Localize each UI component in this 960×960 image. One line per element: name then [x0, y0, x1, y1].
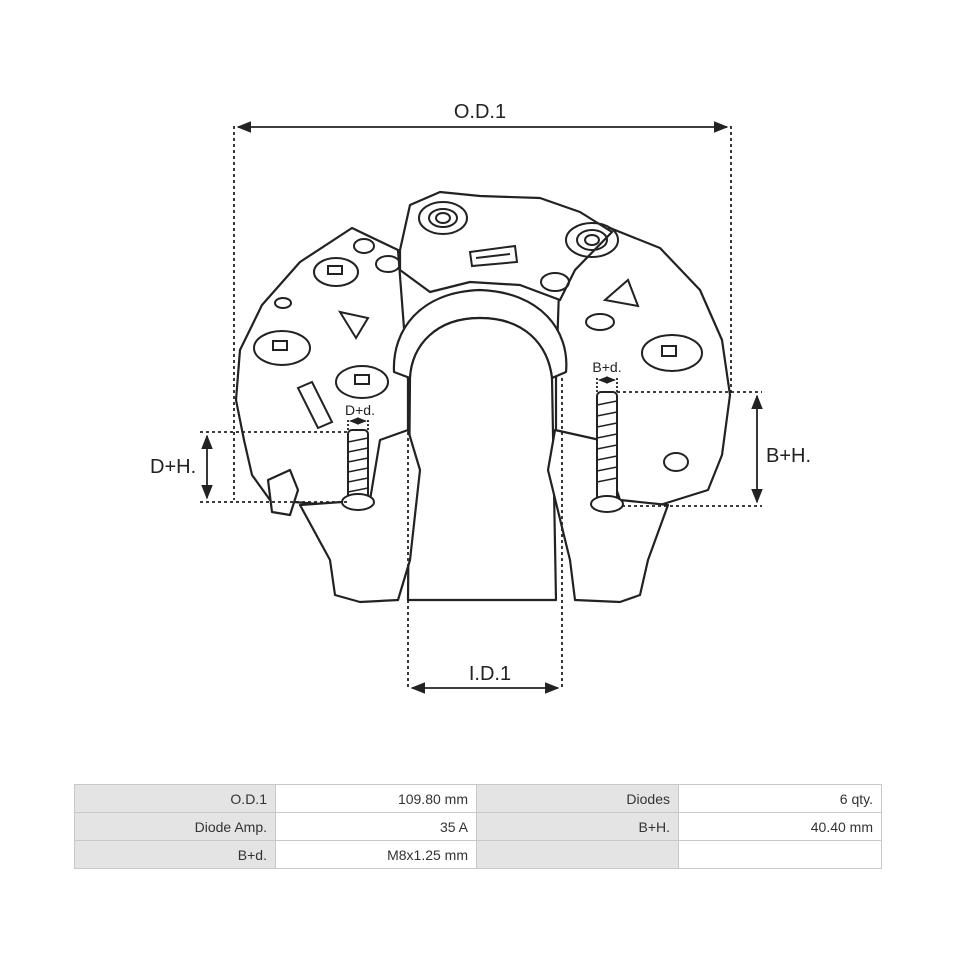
dh-label: D+H. [150, 456, 196, 478]
spec-table: O.D.1 109.80 mm Diodes 6 qty. Diode Amp.… [74, 784, 882, 869]
spec-value [678, 840, 882, 869]
table-row: B+d. M8x1.25 mm [74, 840, 882, 869]
left-tab [266, 468, 300, 517]
spec-value: 40.40 mm [678, 812, 882, 841]
left-terminal-block [298, 428, 422, 604]
rectifier-drawing: O.D.1 I.D.1 D+H. B+H. D+d. B+d. [150, 101, 811, 694]
table-row: Diode Amp. 35 A B+H. 40.40 mm [74, 812, 882, 841]
plate-features [253, 201, 703, 472]
spec-value: 6 qty. [678, 784, 882, 813]
bh-label: B+H. [766, 445, 811, 467]
table-row: O.D.1 109.80 mm Diodes 6 qty. [74, 784, 882, 813]
spec-label [476, 840, 679, 869]
spec-value: 109.80 mm [275, 784, 477, 813]
id-label: I.D.1 [469, 663, 511, 685]
spec-value: M8x1.25 mm [275, 840, 477, 869]
studs [341, 391, 624, 513]
spec-label: B+H. [476, 812, 679, 841]
bd-label: B+d. [592, 359, 621, 375]
rectifier-body [234, 190, 732, 604]
spec-label: Diode Amp. [74, 812, 276, 841]
spec-label: Diodes [476, 784, 679, 813]
spec-label: O.D.1 [74, 784, 276, 813]
od-label: O.D.1 [454, 101, 506, 123]
dimension-lines [200, 121, 763, 694]
spec-value: 35 A [275, 812, 477, 841]
spec-label: B+d. [74, 840, 276, 869]
dd-label: D+d. [345, 402, 375, 418]
bore-inner [406, 316, 558, 602]
